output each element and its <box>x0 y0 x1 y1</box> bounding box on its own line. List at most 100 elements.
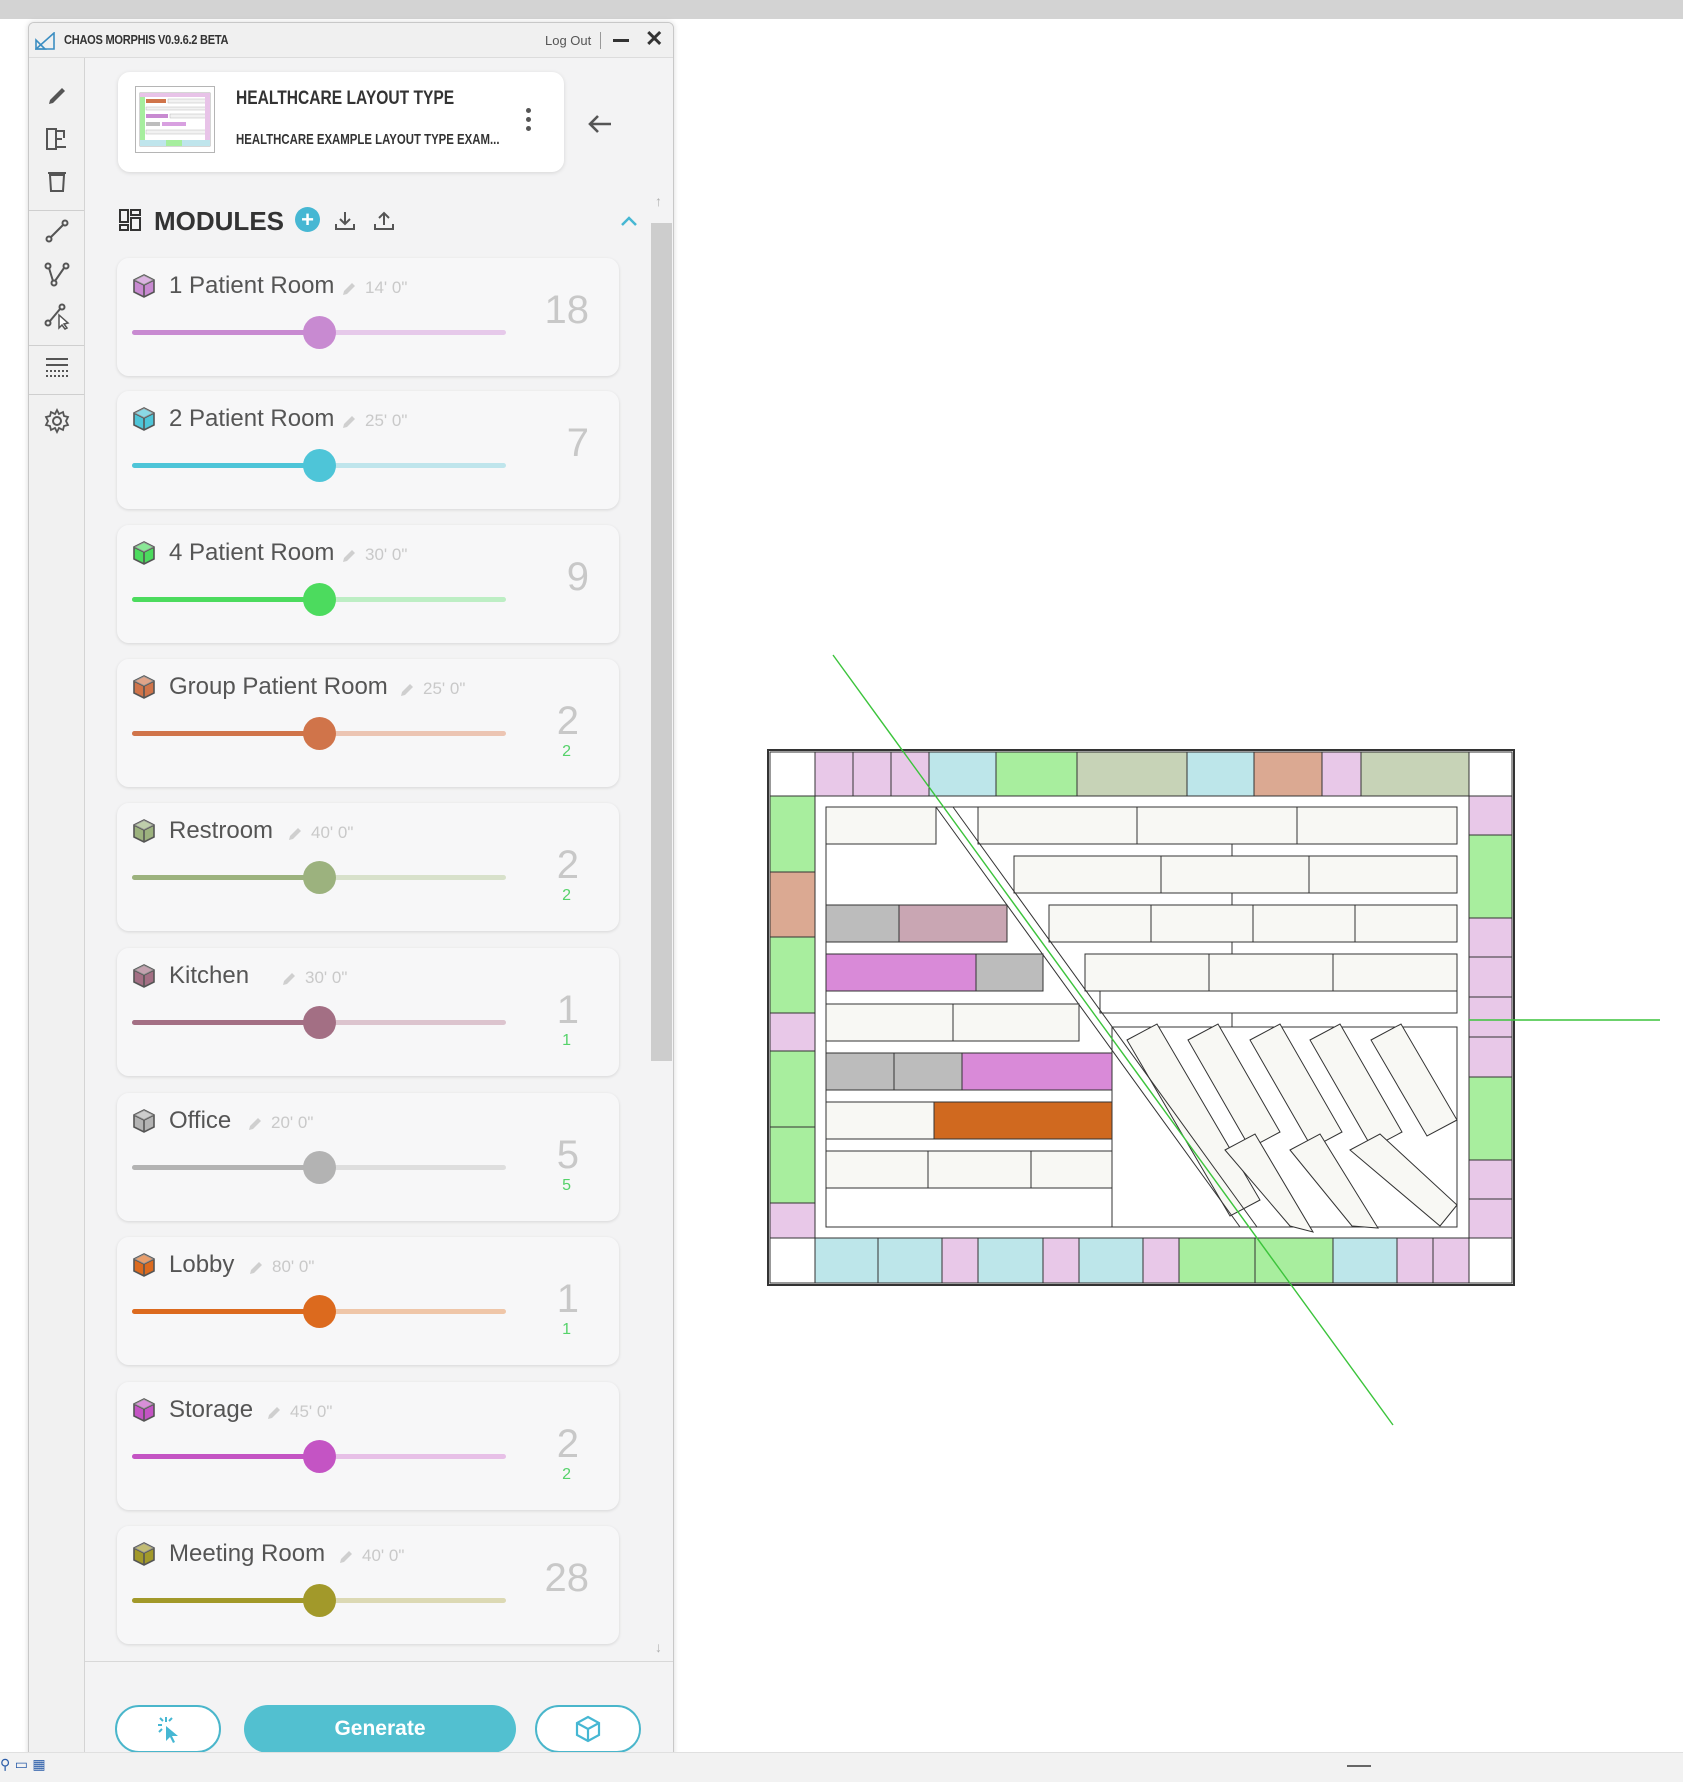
module-generated-count: 1 <box>562 1321 571 1338</box>
slider-thumb[interactable] <box>303 1151 336 1184</box>
module-count-slider[interactable] <box>132 861 506 894</box>
edit-pencil-icon[interactable] <box>247 1116 263 1132</box>
module-dimension[interactable]: 25' 0" <box>341 411 407 431</box>
module-count-slider[interactable] <box>132 583 506 616</box>
module-count-slider[interactable] <box>132 1295 506 1328</box>
module-count-slider[interactable] <box>132 316 506 349</box>
slider-thumb[interactable] <box>303 316 336 349</box>
chevron-up-icon[interactable] <box>617 210 641 234</box>
edit-pencil-icon[interactable] <box>287 826 303 842</box>
slider-fill <box>132 1454 319 1459</box>
gear-icon[interactable] <box>39 403 75 439</box>
minimize-button[interactable] <box>613 39 629 42</box>
edit-pencil-icon[interactable] <box>341 414 357 430</box>
toolbar-divider <box>29 345 84 346</box>
layout-type-card[interactable]: HEALTHCARE LAYOUT TYPE HEALTHCARE EXAMPL… <box>118 72 564 172</box>
scroll-thumb[interactable] <box>651 223 672 1061</box>
module-dimension[interactable]: 40' 0" <box>287 823 353 843</box>
edit-pencil-icon[interactable] <box>248 1260 264 1276</box>
module-count-slider[interactable] <box>132 1440 506 1473</box>
module-dimension[interactable]: 45' 0" <box>266 1402 332 1422</box>
slider-thumb[interactable] <box>303 1584 336 1617</box>
select-pointer-button[interactable] <box>115 1705 221 1753</box>
slider-fill <box>132 875 319 880</box>
module-cube-icon <box>133 1542 155 1566</box>
logout-link[interactable]: Log Out <box>545 33 592 48</box>
module-dimension[interactable]: 40' 0" <box>338 1546 404 1566</box>
slider-thumb[interactable] <box>303 1295 336 1328</box>
edit-pencil-icon[interactable] <box>338 1549 354 1565</box>
edit-pencil-icon[interactable] <box>399 682 415 698</box>
scroll-up-arrow-icon[interactable]: ↑ <box>655 193 662 209</box>
plus-icon[interactable]: + <box>295 207 320 232</box>
taskbar-tray-icon[interactable]: ⚲ ▭ ▦ <box>0 1757 46 1773</box>
module-dimension[interactable]: 80' 0" <box>248 1257 314 1277</box>
edit-pencil-icon[interactable] <box>266 1405 282 1421</box>
slider-thumb[interactable] <box>303 1440 336 1473</box>
slider-fill <box>132 731 319 736</box>
toolbar-divider <box>29 210 84 211</box>
module-count-slider[interactable] <box>132 1584 506 1617</box>
line-icon[interactable] <box>39 213 75 249</box>
module-dimension-value: 14' 0" <box>365 278 408 297</box>
chaos-logo-icon <box>35 32 55 50</box>
select-edge-icon[interactable] <box>39 298 75 334</box>
slider-thumb[interactable] <box>303 583 336 616</box>
trash-icon[interactable] <box>39 163 75 199</box>
modules-header: MODULES + <box>119 204 641 236</box>
edit-pencil-icon[interactable] <box>281 971 297 987</box>
edit-pencil-icon[interactable] <box>341 548 357 564</box>
modules-grid-icon <box>119 209 141 231</box>
split-view-icon[interactable] <box>39 121 75 157</box>
module-cube-icon <box>133 819 155 843</box>
branch-icon[interactable] <box>39 256 75 292</box>
module-count-slider[interactable] <box>132 717 506 750</box>
module-count-slider[interactable] <box>132 1151 506 1184</box>
back-arrow-icon[interactable] <box>584 108 616 140</box>
titlebar-separator <box>600 32 601 49</box>
module-dimension[interactable]: 25' 0" <box>399 679 465 699</box>
slider-thumb[interactable] <box>303 449 336 482</box>
pencil-icon[interactable] <box>39 78 75 114</box>
left-toolbar <box>29 58 85 1765</box>
slider-thumb[interactable] <box>303 1006 336 1039</box>
module-generated-count: 2 <box>562 1466 571 1483</box>
slider-fill <box>132 597 319 602</box>
minimize-dash-icon[interactable] <box>1347 1765 1371 1767</box>
floor-plan-canvas[interactable] <box>760 650 1660 1440</box>
module-dimension[interactable]: 14' 0" <box>341 278 407 298</box>
download-icon[interactable] <box>333 209 357 233</box>
edit-pencil-icon[interactable] <box>341 281 357 297</box>
module-dimension[interactable]: 30' 0" <box>281 968 347 988</box>
generate-button[interactable]: Generate <box>244 1705 516 1753</box>
slider-thumb[interactable] <box>303 861 336 894</box>
view-3d-button[interactable] <box>535 1705 641 1753</box>
hatch-lines-icon[interactable] <box>39 348 75 384</box>
slider-thumb[interactable] <box>303 717 336 750</box>
module-count-slider[interactable] <box>132 1006 506 1039</box>
module-count: 1 <box>556 988 579 1032</box>
scroll-down-arrow-icon[interactable]: ↓ <box>655 1639 662 1655</box>
module-dimension-value: 30' 0" <box>305 968 348 987</box>
module-name: Storage <box>169 1396 254 1423</box>
module-count-slider[interactable] <box>132 449 506 482</box>
module-dimension[interactable]: 20' 0" <box>247 1113 313 1133</box>
more-options-icon[interactable] <box>522 106 534 136</box>
upload-icon[interactable] <box>372 209 396 233</box>
layout-name: HEALTHCARE LAYOUT TYPE <box>236 88 455 109</box>
modules-scrollbar[interactable]: ↑ ↓ <box>649 193 673 1656</box>
pointer-click-icon <box>158 1717 178 1743</box>
module-dimension[interactable]: 30' 0" <box>341 545 407 565</box>
module-name: Office <box>169 1107 232 1134</box>
close-button[interactable]: ✕ <box>645 26 664 51</box>
